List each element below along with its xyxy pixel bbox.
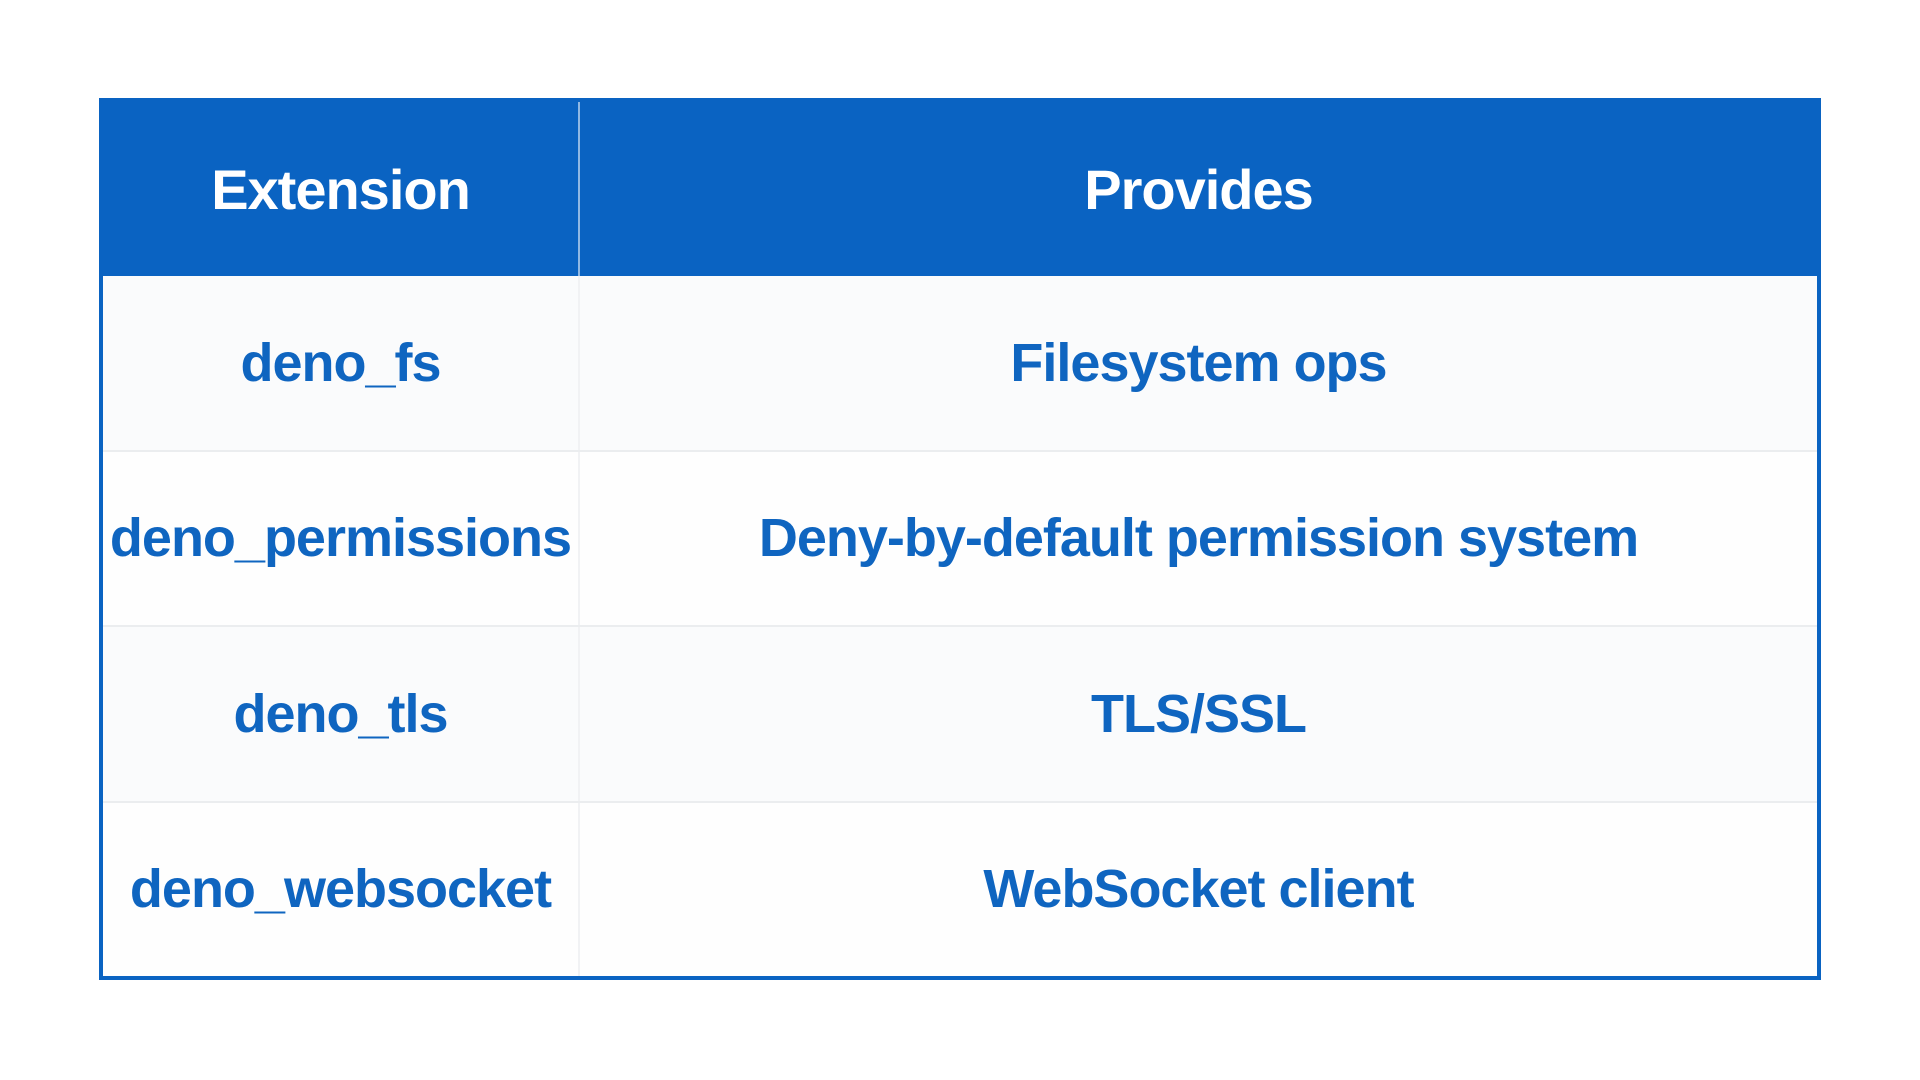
table-row: deno_websocket WebSocket client: [103, 800, 1817, 976]
cell-provides: WebSocket client: [983, 859, 1414, 920]
cell-provides: Filesystem ops: [1010, 332, 1387, 393]
cell-extension: deno_fs: [103, 276, 580, 450]
extensions-table: Extension Provides deno_fs Filesystem op…: [99, 98, 1821, 980]
table-body: deno_fs Filesystem ops deno_permissions …: [103, 276, 1817, 976]
cell-provides: Deny-by-default permission system: [758, 508, 1639, 569]
header-cell-provides: Provides: [1084, 157, 1314, 221]
cell-provides: TLS/SSL: [1090, 683, 1307, 744]
table-row: deno_tls TLS/SSL: [103, 625, 1817, 801]
table-header-row: Extension Provides: [103, 102, 1817, 276]
cell-extension: deno_websocket: [103, 802, 580, 976]
table-row: deno_permissions Deny-by-default permiss…: [103, 449, 1817, 625]
cell-extension: deno_tls: [103, 627, 580, 801]
cell-extension: deno_permissions: [103, 451, 580, 625]
table-row: deno_fs Filesystem ops: [103, 276, 1817, 450]
header-cell-extension: Extension: [103, 102, 580, 276]
